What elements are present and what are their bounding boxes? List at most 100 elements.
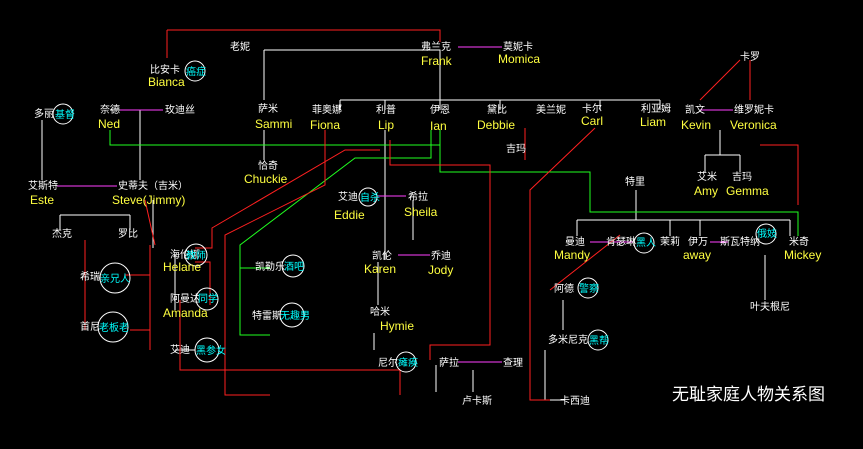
family-lines [41, 49, 791, 401]
eddie-cn: 艾迪 [338, 191, 358, 203]
duoshi-tag: 基督 [55, 108, 75, 121]
niel-label: 尼尔 [378, 356, 398, 369]
frank-cn: 弗兰克 [421, 40, 451, 53]
gaolaopo-label: 老妮 [230, 40, 250, 53]
kaiyinle-tag: 酒吧 [284, 261, 304, 273]
duomi-tag: 黑帮 [589, 335, 609, 347]
sasha-label: 萨拉 [439, 356, 459, 369]
kaluo-label: 卡罗 [740, 50, 760, 63]
ned-en: Ned [98, 117, 120, 131]
luca-label: 卢卡斯 [462, 394, 492, 407]
steve-cn: 史蒂夫（吉米） [118, 179, 188, 192]
debbie-cn: 黛比 [487, 103, 507, 116]
chuckie-en: Chuckie [244, 172, 288, 186]
moli-label: 茉莉 [660, 235, 680, 248]
tali-label: 特里 [625, 176, 645, 188]
ned-wife-label: 玫迪丝 [165, 103, 195, 116]
hymie-cn: 哈米 [370, 305, 390, 318]
amy-cn: 艾米 [697, 170, 717, 183]
mandy-en: Mandy [554, 248, 590, 262]
yefuniqi-label: 叶夫根尼 [750, 300, 790, 313]
amy-en: Amy [694, 184, 718, 198]
aidi2-tag: 黑参女 [196, 344, 226, 357]
mickey-cn: 米奇 [789, 235, 809, 248]
frank-en: Frank [421, 54, 453, 68]
yeshengmei-label: 美兰妮 [536, 103, 566, 116]
hymie-en: Hymie [380, 319, 414, 333]
helane-tag: 教师 [186, 249, 206, 262]
lip-en: Lip [378, 118, 394, 132]
steve-en: Steve(Jimmy) [112, 193, 185, 207]
liam-en: Liam [640, 115, 666, 129]
ian-cn: 伊恩 [430, 104, 450, 116]
veronica-cn: 维罗妮卡 [734, 103, 774, 116]
shouni-label: 首尼 [80, 320, 100, 333]
yenlinsha-tag: 黑人 [636, 237, 656, 249]
veronica-en: Veronica [730, 118, 777, 132]
aidi2-label: 艾迪 [170, 344, 190, 356]
amanda-tag: 同学 [198, 292, 218, 305]
teleisi-tag: 无趣男 [280, 309, 310, 322]
diagram-title: 无耻家庭人物关系图 [672, 385, 825, 405]
sinuo-label: 斯瓦特纳 [720, 235, 760, 248]
jody-cn: 乔迪 [431, 250, 451, 262]
bianca-en: Bianca [148, 75, 185, 89]
amanda-cn: 阿曼达 [170, 293, 200, 305]
kaiyinle-label: 凯勒乐 [255, 260, 285, 273]
away-cn: 伊万 [688, 236, 708, 248]
shouni-tag: 老板老 [99, 321, 129, 334]
helane-en: Helane [163, 260, 201, 274]
xida-tag: 亲兄人 [100, 272, 130, 285]
liam-cn: 利亚姆 [641, 102, 671, 115]
yenlinsha-label: 肯瑟琳 [606, 235, 636, 248]
sheila-cn: 希拉 [408, 190, 428, 203]
lip-cn: 利普 [376, 103, 396, 116]
monica-en: Momica [498, 52, 540, 66]
mickey-en: Mickey [784, 248, 821, 262]
sasha2-label: 吉玛 [506, 143, 526, 155]
amanda-en: Amanda [163, 306, 208, 320]
sammi-cn: 萨米 [258, 102, 278, 115]
sinuo-tag: 俄妓 [757, 227, 777, 240]
este-cn: 艾斯特 [28, 179, 58, 192]
debbie-en: Debbie [477, 118, 515, 132]
away-en: away [683, 248, 711, 262]
fiona-cn: 菲奥娜 [312, 103, 342, 116]
romance-lines [84, 29, 799, 401]
este-en: Este [30, 193, 54, 207]
teleisi-label: 特雷斯 [252, 309, 282, 322]
chale-label: 查理 [503, 356, 523, 369]
duomi-label: 多米尼克 [548, 333, 588, 346]
niel-tag: 瘫痪 [398, 356, 418, 369]
eddie-en: Eddie [334, 208, 365, 222]
fiona-en: Fiona [310, 118, 340, 132]
jiake-label: 杰克 [52, 228, 72, 240]
karen-en: Karen [364, 262, 396, 276]
monica-cn: 莫妮卡 [503, 40, 533, 53]
duoshi-label: 多丽 [34, 107, 54, 120]
kevin-en: Kevin [681, 118, 711, 132]
xida-label: 希瑞 [80, 270, 100, 283]
sammi-en: Sammi [255, 117, 292, 131]
duoer-tag: 警察 [579, 282, 599, 295]
eddie-tag: 自杀 [360, 191, 380, 204]
jody-en: Jody [428, 263, 453, 277]
ian-en: Ian [430, 119, 447, 133]
ned-cn: 奈德 [100, 103, 120, 116]
luobi-label: 罗比 [118, 228, 138, 240]
bianca-cn: 比安卡 [150, 63, 180, 76]
carl-cn: 卡尔 [582, 102, 602, 115]
helane-cn: 海伦娜 [170, 248, 200, 261]
gemma-cn: 吉玛 [732, 171, 752, 183]
gemma-en: Gemma [726, 184, 769, 198]
kevin-cn: 凯文 [685, 103, 705, 116]
bianca-tag: 癌症 [186, 65, 206, 78]
duoer-label: 阿德 [554, 282, 574, 295]
tag-circles [52, 60, 777, 373]
karen-cn: 凯伦 [372, 249, 392, 262]
chuckie-cn: 恰奇 [258, 159, 278, 172]
mandy-cn: 曼迪 [565, 236, 585, 248]
sheila-en: Sheila [404, 205, 438, 219]
kaxi-label: 卡西迪 [560, 394, 590, 407]
